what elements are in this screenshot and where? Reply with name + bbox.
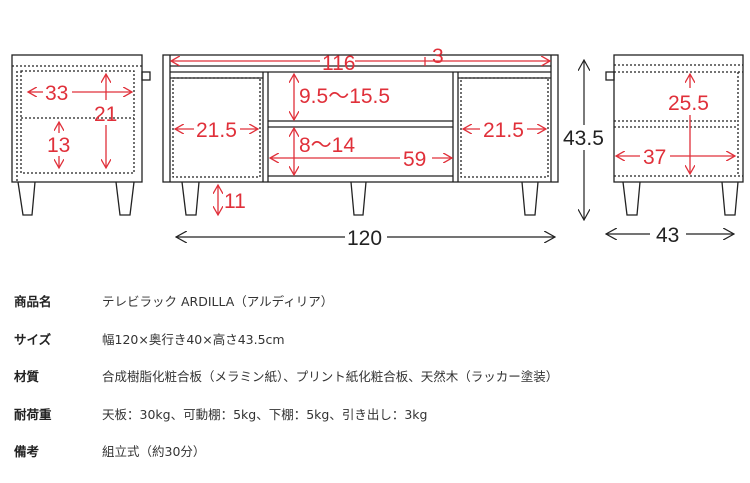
right-cabinet-width-label: 21.5: [483, 119, 524, 142]
left-side-view: [11, 54, 151, 216]
total-height-label: 43.5: [563, 127, 604, 150]
spec-label: 耐荷重: [14, 406, 52, 422]
right-depth-label: 37: [643, 146, 666, 169]
lower-shelf-height-label: 8〜14: [299, 134, 355, 157]
total-depth-label: 43: [656, 224, 679, 247]
right-side-view: [605, 54, 744, 216]
left-height-label: 21: [94, 103, 117, 126]
spec-row-size: サイズ 幅120×奥行き40×高さ43.5cm: [14, 320, 734, 358]
spec-row-load: 耐荷重 天板：30kg、可動棚：5kg、下棚：5kg、引き出し：3kg: [14, 395, 734, 433]
spec-label: 備考: [14, 444, 40, 460]
left-width-label: 33: [45, 82, 68, 105]
spec-value: テレビラック ARDILLA（アルディリア）: [102, 294, 334, 310]
spec-row-name: 商品名 テレビラック ARDILLA（アルディリア）: [14, 282, 734, 320]
top-thickness-label: 3: [432, 45, 444, 68]
spec-value: 合成樹脂化粧合板（メラミン紙）、プリント紙化粧合板、天然木（ラッカー塗装）: [102, 369, 559, 385]
spec-row-material: 材質 合成樹脂化粧合板（メラミン紙）、プリント紙化粧合板、天然木（ラッカー塗装）: [14, 357, 734, 395]
left-drawer-label: 13: [47, 134, 70, 157]
spec-row-notes: 備考 組立式（約30分）: [14, 432, 734, 470]
left-cabinet-width-label: 21.5: [196, 119, 237, 142]
leg-height-label: 11: [224, 190, 246, 213]
spec-value: 天板：30kg、可動棚：5kg、下棚：5kg、引き出し：3kg: [102, 406, 428, 422]
right-height-label: 25.5: [668, 92, 709, 115]
total-width-label: 120: [347, 227, 382, 250]
spec-label: 商品名: [14, 294, 52, 310]
center-width-label: 59: [403, 148, 426, 171]
top-width-label: 116: [322, 52, 355, 75]
upper-shelf-height-label: 9.5〜15.5: [299, 85, 390, 108]
spec-table: 商品名 テレビラック ARDILLA（アルディリア） サイズ 幅120×奥行き4…: [14, 282, 734, 470]
spec-label: 材質: [14, 369, 40, 385]
spec-value: 幅120×奥行き40×高さ43.5cm: [102, 331, 285, 347]
dimension-diagram: 33 21 13 116 3 21.5: [11, 45, 744, 250]
spec-value: 組立式（約30分）: [102, 444, 206, 460]
spec-label: サイズ: [14, 331, 52, 347]
